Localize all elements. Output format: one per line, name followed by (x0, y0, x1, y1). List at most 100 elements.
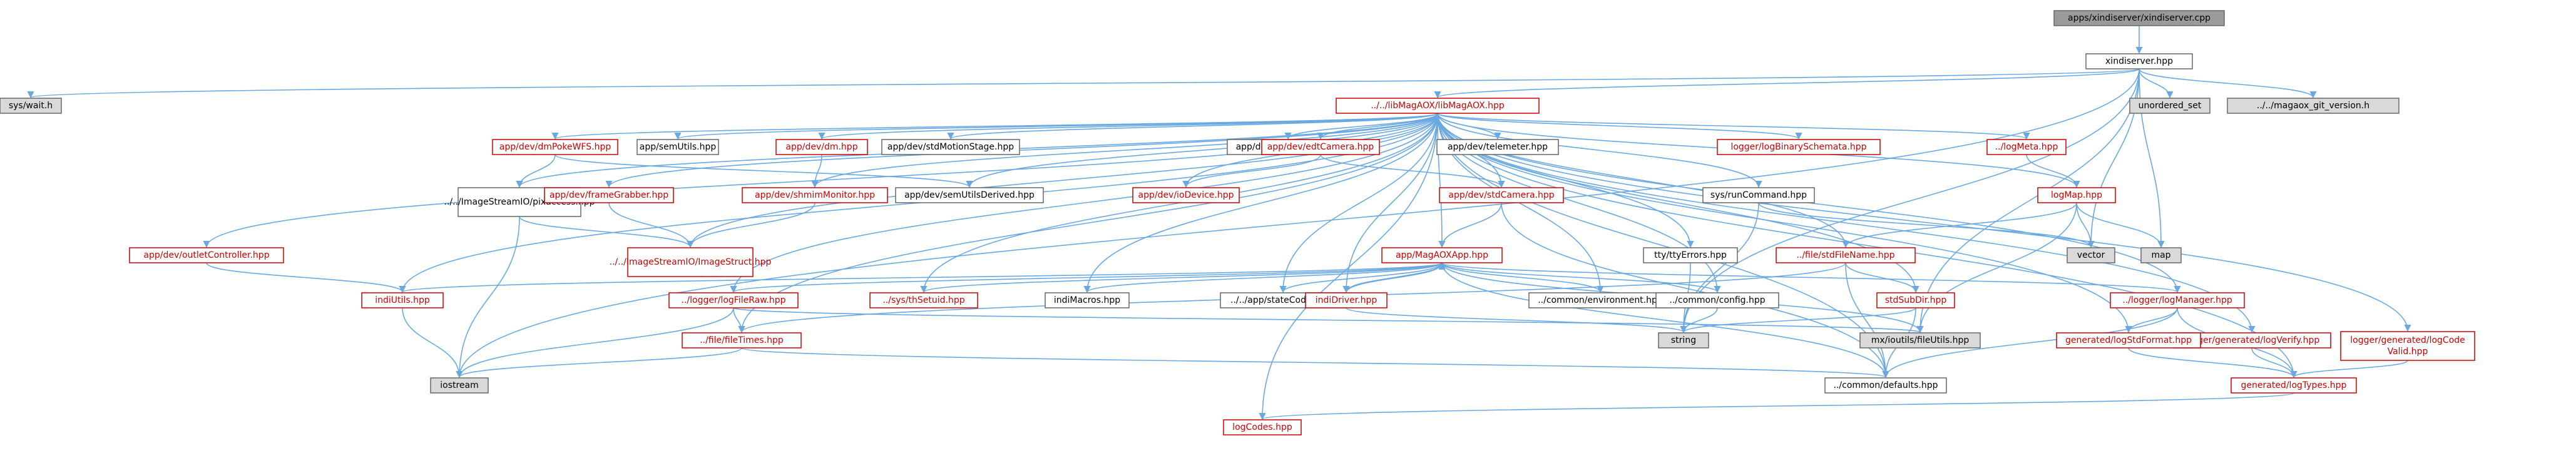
node-box-filetimes (682, 332, 802, 349)
edge-xindiserver-to-map (2139, 68, 2165, 248)
node-indidriver[interactable]: indiDriver.hpp (1305, 292, 1388, 308)
node-box-indiutils (361, 292, 444, 308)
edge-runcommand-to-string (1680, 202, 1759, 333)
node-label-stdfilename: ../file/stdFileName.hpp (1796, 250, 1894, 260)
edge-stdcamera-to-defaults (1501, 202, 1889, 379)
node-box-libmagaox (1336, 98, 1540, 114)
node-stdcamera[interactable]: app/dev/stdCamera.hpp (1439, 187, 1564, 203)
node-logmap[interactable]: logMap.hpp (2037, 187, 2116, 203)
edge-libmagaox-to-shmimmonitor (811, 113, 1438, 188)
node-label-logmap: logMap.hpp (2051, 190, 2102, 200)
node-magaoxapp[interactable]: app/MagAOXApp.hpp (1381, 247, 1503, 263)
node-imagestruct[interactable]: ../../ImageStreamIO/ImageStruct.hpp (610, 247, 772, 277)
node-label-edtcamera: app/dev/edtCamera.hpp (1267, 142, 1374, 152)
node-indimacros[interactable]: indiMacros.hpp (1045, 292, 1130, 308)
node-label-stdmotion: app/dev/stdMotionStage.hpp (887, 142, 1014, 152)
edge-runcommand-to-vector (1758, 202, 2095, 248)
node-label-logtypes: generated/logTypes.hpp (2241, 380, 2347, 390)
edge-outletcontroller-to-indiutils (206, 262, 406, 293)
node-edtcamera[interactable]: app/dev/edtCamera.hpp (1261, 139, 1380, 155)
node-syswait: sys/wait.h (0, 98, 62, 114)
edge-xindiserver-to-gitver (2139, 68, 2317, 99)
edge-logmap-to-map (2076, 202, 2165, 248)
node-box-outletcontroller (129, 247, 284, 263)
node-box-gitver (2227, 98, 2400, 114)
node-label-loggerfileraw: ../logger/logFileRaw.hpp (682, 295, 786, 305)
node-logstdformat[interactable]: generated/logStdFormat.hpp (2056, 332, 2201, 349)
node-environment[interactable]: ../common/environment.hpp (1528, 292, 1672, 308)
node-libmagaox[interactable]: ../../libMagAOX/libMagAOX.hpp (1336, 98, 1540, 114)
node-semutils[interactable]: app/semUtils.hpp (636, 139, 719, 155)
node-runcommand[interactable]: sys/runCommand.hpp (1702, 187, 1815, 203)
node-stdfilename[interactable]: ../file/stdFileName.hpp (1776, 247, 1916, 263)
node-iostream: iostream (430, 377, 489, 394)
node-logmeta[interactable]: ../logMeta.hpp (1986, 139, 2067, 155)
node-box-thsetuid (869, 292, 978, 308)
node-dmpokewfs[interactable]: app/dev/dmPokeWFS.hpp (492, 139, 618, 155)
node-dm[interactable]: app/dev/dm.hpp (775, 139, 868, 155)
node-box-stdsubdir (1876, 292, 1955, 308)
node-box-loggermanager (2110, 292, 2245, 308)
node-logbinary[interactable]: logger/logBinarySchemata.hpp (1717, 139, 1881, 155)
node-logtypes[interactable]: generated/logTypes.hpp (2231, 377, 2357, 394)
node-label-semutilsderived: app/dev/semUtilsDerived.hpp (904, 190, 1035, 200)
node-label-indimacros: indiMacros.hpp (1054, 295, 1120, 305)
edge-libmagaox-to-logverify (1437, 113, 2256, 333)
node-box-config (1655, 292, 1779, 308)
node-loggermanager[interactable]: ../logger/logManager.hpp (2110, 292, 2245, 308)
edge-edtcamera-to-stdcamera (1320, 154, 1505, 188)
node-semutilsderived[interactable]: app/dev/semUtilsDerived.hpp (895, 187, 1044, 203)
node-box-indidriver (1305, 292, 1388, 308)
edge-stdsubdir-to-string (1680, 307, 1916, 333)
node-label-runcommand: sys/runCommand.hpp (1710, 190, 1807, 200)
node-indiutils[interactable]: indiUtils.hpp (361, 292, 444, 308)
node-label-mxfileutils: mx/ioutils/fileUtils.hpp (1871, 335, 1970, 345)
node-thsetuid[interactable]: ../sys/thSetuid.hpp (869, 292, 978, 308)
edge-shmimmonitor-to-imagestruct (687, 202, 815, 248)
node-label-indiutils: indiUtils.hpp (375, 295, 430, 305)
node-loggerfileraw[interactable]: ../logger/logFileRaw.hpp (668, 292, 799, 308)
edge-indiutils-to-iostream (402, 307, 463, 379)
node-filetimes[interactable]: ../file/fileTimes.hpp (682, 332, 802, 349)
node-framegrabber[interactable]: app/dev/frameGrabber.hpp (544, 187, 674, 203)
node-map: map (2140, 247, 2182, 263)
edge-libmagaox-to-imagestruct (687, 113, 1438, 248)
node-stdmotion[interactable]: app/dev/stdMotionStage.hpp (881, 139, 1020, 155)
edge-dmpokewfs-to-pixaccess (516, 154, 556, 188)
node-config[interactable]: ../common/config.hpp (1655, 292, 1779, 308)
node-telemeter[interactable]: app/dev/telemeter.hpp (1436, 139, 1559, 155)
node-box-logbinary (1717, 139, 1881, 155)
edge-libmagaox-to-loggerfileraw (730, 113, 1438, 293)
node-box-logmeta (1986, 139, 2067, 155)
edge-libmagaox-to-defaults (1437, 113, 1889, 379)
edge-libmagaox-to-statecodes (1279, 113, 1438, 293)
node-iodevice[interactable]: app/dev/ioDevice.hpp (1132, 187, 1240, 203)
node-logcodes[interactable]: logCodes.hpp (1223, 419, 1302, 435)
node-label-semutils: app/semUtils.hpp (640, 142, 717, 152)
edge-libmagaox-to-logcodes (1259, 113, 1438, 420)
edge-libmagaox-to-logtypes (1437, 113, 2297, 379)
edge-magaoxapp-to-defaults (1441, 262, 1889, 379)
node-xindiserver[interactable]: xindiserver.hpp (2085, 53, 2193, 69)
node-label-gitver: ../../magaox_git_version.h (2257, 101, 2369, 111)
node-label-magaoxapp: app/MagAOXApp.hpp (1396, 250, 1488, 260)
edge-loggerfileraw-to-filetimes (733, 307, 745, 333)
edge-dm-to-shmimmonitor (811, 154, 822, 188)
node-box-xindiserver (2085, 53, 2193, 69)
node-label-logcodevalid: logger/generated/logCode (2350, 335, 2465, 345)
node-box-dmpokewfs (492, 139, 618, 155)
node-box-logcodes (1223, 419, 1302, 435)
node-label-unordered_set: unordered_set (2139, 101, 2202, 111)
edge-libmagaox-to-runcommand (1437, 113, 1762, 188)
node-label-logbinary: logger/logBinarySchemata.hpp (1730, 142, 1866, 152)
node-label-environment: ../common/environment.hpp (1538, 295, 1663, 305)
node-shmimmonitor[interactable]: app/dev/shmimMonitor.hpp (742, 187, 888, 203)
node-outletcontroller[interactable]: app/dev/outletController.hpp (129, 247, 284, 263)
node-defaults[interactable]: ../common/defaults.hpp (1824, 377, 1947, 394)
node-stdsubdir[interactable]: stdSubDir.hpp (1876, 292, 1955, 308)
edge-logmap-to-vector (2076, 202, 2095, 248)
edges-layer (28, 26, 2411, 420)
node-ttyerrors[interactable]: tty/ttyErrors.hpp (1643, 247, 1738, 263)
edge-magaoxapp-to-loggerfileraw (730, 262, 1443, 293)
